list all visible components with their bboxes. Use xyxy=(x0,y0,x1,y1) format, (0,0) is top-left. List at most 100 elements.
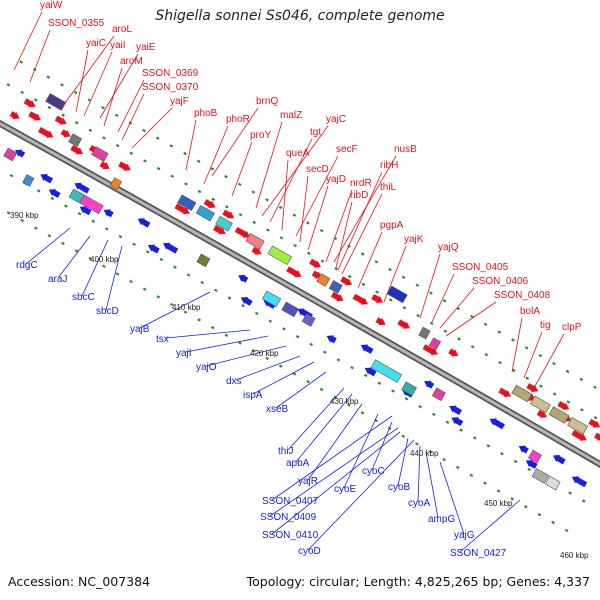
guide-dot xyxy=(20,218,25,223)
forward-gene-label: aroM xyxy=(120,56,143,67)
guide-dot xyxy=(225,205,229,209)
guide-dot xyxy=(524,346,529,350)
guide-dot xyxy=(241,304,245,308)
guide-dot xyxy=(306,221,310,225)
gene-block xyxy=(196,253,211,268)
reverse-gene-arrow xyxy=(360,344,374,354)
forward-gene-label: tig xyxy=(540,320,551,331)
reverse-gene-label: yajO xyxy=(196,362,217,373)
forward-gene-label: phoR xyxy=(226,114,250,125)
reverse-leader-line xyxy=(165,329,251,339)
forward-gene-label: queA xyxy=(286,148,310,159)
guide-dot xyxy=(19,60,23,64)
reverse-gene-arrow xyxy=(74,182,90,194)
guide-dot xyxy=(211,197,216,201)
reverse-gene-label: sbcC xyxy=(72,292,95,303)
guide-dot xyxy=(523,505,528,509)
scale-label: 390 kbp xyxy=(10,211,39,220)
guide-dot xyxy=(525,376,530,380)
guide-dot xyxy=(33,226,38,230)
guide-dot xyxy=(428,450,433,454)
reverse-leader-line xyxy=(139,291,211,329)
scale-label: 420 kbp xyxy=(250,349,279,358)
forward-gene-label: nrdR xyxy=(350,178,372,189)
forward-gene-label: yaiI xyxy=(110,40,126,51)
guide-dot xyxy=(50,196,55,201)
guide-dot xyxy=(593,415,598,420)
guide-dot xyxy=(511,338,515,342)
guide-dot xyxy=(456,306,461,311)
reverse-gene-label: ampG xyxy=(428,514,455,525)
guide-dot xyxy=(306,379,310,384)
forward-gene-arrow xyxy=(70,144,84,155)
forward-gene-arrow xyxy=(397,319,411,329)
guide-dot xyxy=(498,360,502,365)
guide-dot xyxy=(295,334,300,339)
forward-leader-line xyxy=(269,138,313,223)
reverse-leader-line xyxy=(307,403,363,481)
scale-label: 460 kbp xyxy=(560,551,589,560)
forward-leader-line xyxy=(99,53,139,119)
forward-leader-line xyxy=(231,141,253,197)
gene-block xyxy=(328,280,343,294)
guide-dot xyxy=(306,251,311,256)
guide-dot xyxy=(309,342,314,347)
forward-gene-label: SSON_0405 xyxy=(452,262,509,273)
reverse-gene-label: SSON_0407 xyxy=(262,496,319,507)
forward-gene-label: phoB xyxy=(194,108,218,119)
guide-dot xyxy=(496,489,501,493)
guide-dot xyxy=(145,250,150,254)
reverse-gene-label: cyoB xyxy=(388,482,411,493)
guide-dot xyxy=(184,182,188,186)
guide-dot xyxy=(455,465,460,470)
guide-dot xyxy=(322,350,327,354)
guide-dot xyxy=(278,364,283,368)
guide-dot xyxy=(74,121,79,125)
reverse-leader-line xyxy=(235,355,301,381)
guide-dot xyxy=(170,302,174,307)
forward-gene-arrow xyxy=(526,383,539,392)
forward-gene-arrow xyxy=(213,225,226,235)
gene-block xyxy=(511,384,533,403)
guide-dot xyxy=(156,166,161,171)
guide-dot xyxy=(47,105,52,110)
guide-dot xyxy=(265,198,269,202)
forward-leader-line xyxy=(103,67,123,127)
guide-dot xyxy=(334,267,338,271)
forward-leader-line xyxy=(185,119,197,171)
guide-dot xyxy=(210,167,215,171)
forward-gene-arrow xyxy=(251,246,262,255)
guide-dot xyxy=(132,242,136,246)
guide-dot xyxy=(497,330,502,334)
guide-dot xyxy=(360,252,365,256)
guide-dot xyxy=(431,412,436,417)
forward-leader-line xyxy=(131,107,173,149)
scale-label: 430 kbp xyxy=(330,397,359,406)
reverse-gene-arrow xyxy=(552,454,566,465)
guide-dot xyxy=(388,267,392,272)
forward-gene-arrow xyxy=(99,161,110,170)
guide-dot xyxy=(237,182,242,187)
guide-dot xyxy=(77,212,82,216)
reverse-gene-arrow xyxy=(326,335,337,344)
guide-dot xyxy=(115,143,120,148)
reverse-leader-line xyxy=(185,335,269,353)
forward-leader-line xyxy=(29,29,51,83)
gene-block xyxy=(177,194,197,212)
reverse-leader-line xyxy=(25,227,71,265)
forward-gene-label: yaiW xyxy=(40,0,63,11)
guide-dot xyxy=(46,75,51,79)
reverse-leader-line xyxy=(275,371,327,409)
guide-dot xyxy=(568,491,572,495)
forward-leader-line xyxy=(511,317,523,373)
guide-dot xyxy=(415,442,419,446)
gene-block xyxy=(428,337,442,350)
forward-leader-line xyxy=(211,107,259,177)
reverse-gene-arrow xyxy=(238,274,249,283)
forward-gene-label: proY xyxy=(250,130,271,141)
gene-block xyxy=(529,395,551,414)
guide-dot xyxy=(224,333,229,337)
forward-leader-line xyxy=(13,11,43,71)
forward-leader-line xyxy=(117,79,145,133)
forward-leader-line xyxy=(439,287,475,329)
